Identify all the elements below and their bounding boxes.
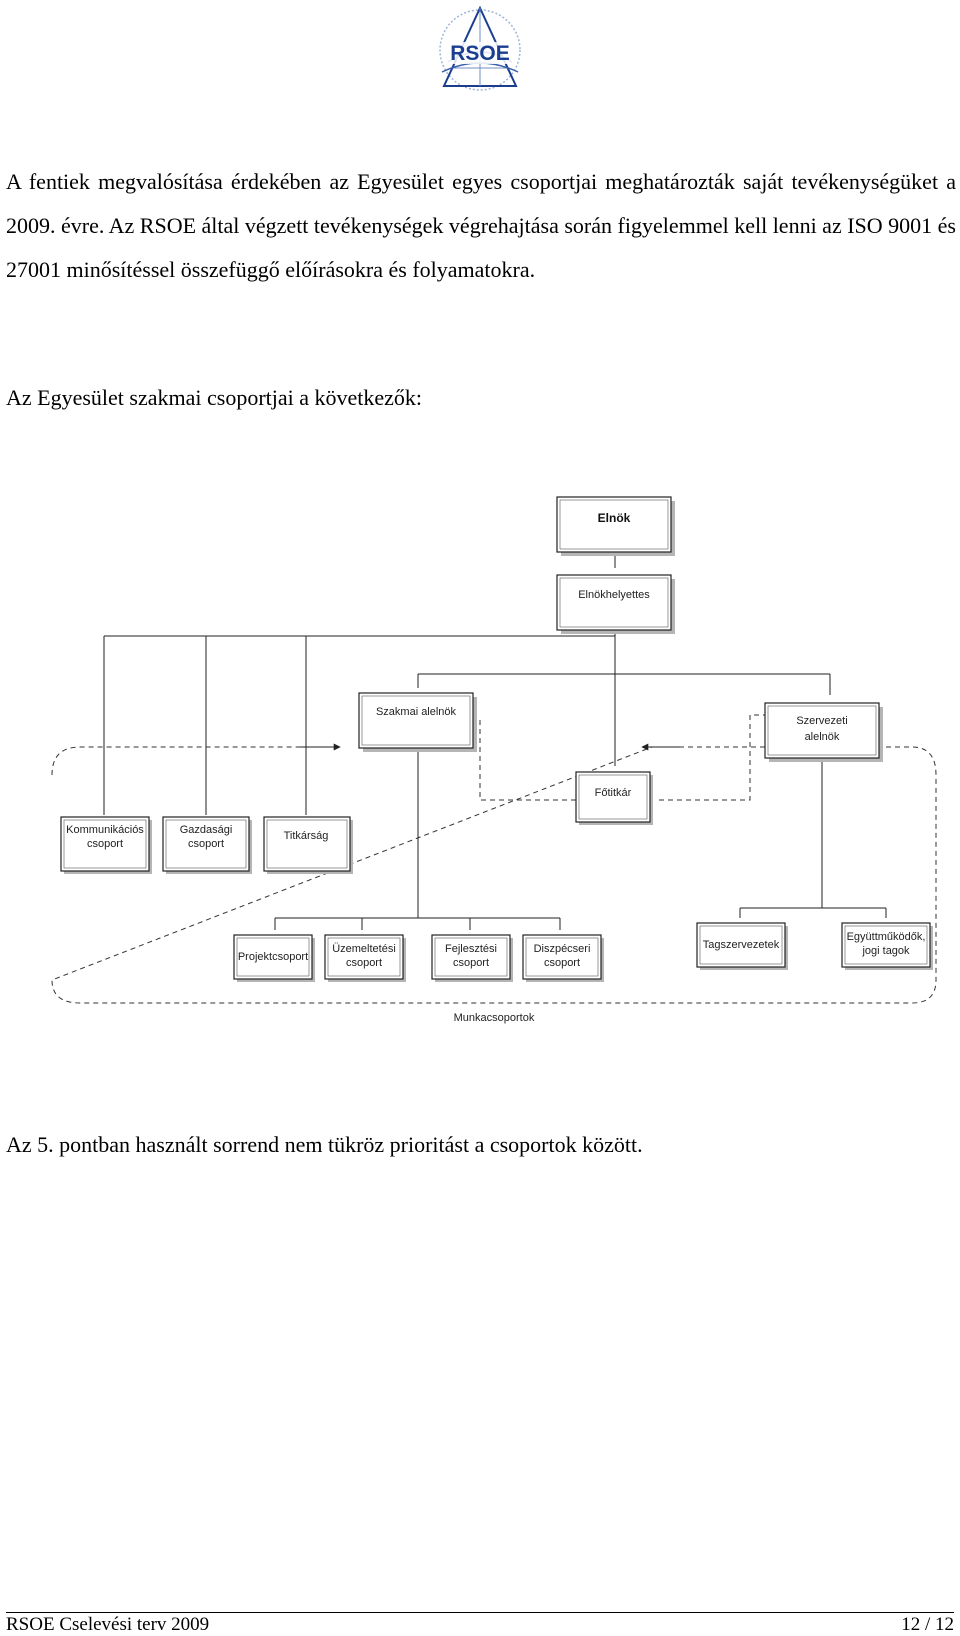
rsoe-logo-icon: RSOE [439,5,521,91]
box-szervezeti-alelnok: Szervezeti alelnök [764,702,883,762]
box-fotitkar: Főtitkár [575,771,653,825]
box-titkarsag: Titkárság [263,816,353,874]
diszpecseri-label-1: Diszpécseri [534,943,591,955]
box-fejlesztesi: Fejlesztési csoport [431,934,513,982]
box-szakmai-alelnok: Szakmai alelnök [358,692,477,752]
munkacsoportok-label: Munkacsoportok [454,1012,535,1024]
org-connectors [103,552,887,930]
gazdasagi-label-2: csoport [188,838,224,850]
uzemeltetesi-label-1: Üzemeltetési [332,943,396,955]
footer-page-number: 12 / 12 [901,1614,954,1635]
box-uzemeltetesi: Üzemeltetési csoport [324,934,406,982]
kommunikacios-label-2: csoport [87,838,123,850]
fejlesztesi-label-1: Fejlesztési [445,943,497,955]
kommunikacios-label-1: Kommunikációs [66,824,144,836]
groups-heading-paragraph: Az Egyesület szakmai csoportjai a követk… [6,385,423,410]
org-chart: Elnök Elnökhelyettes Szakmai alelnök Sze… [51,496,937,1024]
titkarsag-label: Titkárság [284,830,329,842]
egyuttmukodok-label-1: Együttműködők, [847,931,926,943]
box-projektcsoport: Projektcsoport [233,934,315,982]
fejlesztesi-label-2: csoport [453,957,489,969]
box-elnokhelyettes: Elnökhelyettes [556,574,675,634]
elnok-label: Elnök [598,511,631,525]
elnokhelyettes-label: Elnökhelyettes [578,589,650,601]
logo-text: RSOE [450,42,510,65]
munkacsoportok-outline [51,746,937,1004]
box-kommunikacios: Kommunikációs csoport [60,816,152,874]
box-diszpecseri: Diszpécseri csoport [522,934,604,982]
box-gazdasagi: Gazdasági csoport [162,816,252,874]
box-elnok: Elnök [556,496,675,556]
egyuttmukodok-label-2: jogi tagok [861,945,910,957]
szervezeti-alelnok-label-2: alelnök [805,731,840,743]
intro-paragraph: A fentiek megvalósítása érdekében az Egy… [6,169,956,282]
diszpecseri-label-2: csoport [544,957,580,969]
box-egyuttmukodok: Együttműködők, jogi tagok [841,922,933,970]
page-footer: RSOE Cselevési terv 2009 12 / 12 [6,1612,954,1635]
tagszervezetek-label: Tagszervezetek [703,939,780,951]
szakmai-alelnok-label: Szakmai alelnök [376,706,457,718]
box-tagszervezetek: Tagszervezetek [696,922,788,970]
gazdasagi-label-1: Gazdasági [180,824,233,836]
priority-note-paragraph: Az 5. pontban használt sorrend nem tükrö… [6,1132,643,1157]
fotitkar-label: Főtitkár [595,787,632,799]
uzemeltetesi-label-2: csoport [346,957,382,969]
szervezeti-alelnok-label-1: Szervezeti [796,715,847,727]
footer-document-title: RSOE Cselevési terv 2009 [6,1614,210,1635]
projektcsoport-label: Projektcsoport [238,951,308,963]
